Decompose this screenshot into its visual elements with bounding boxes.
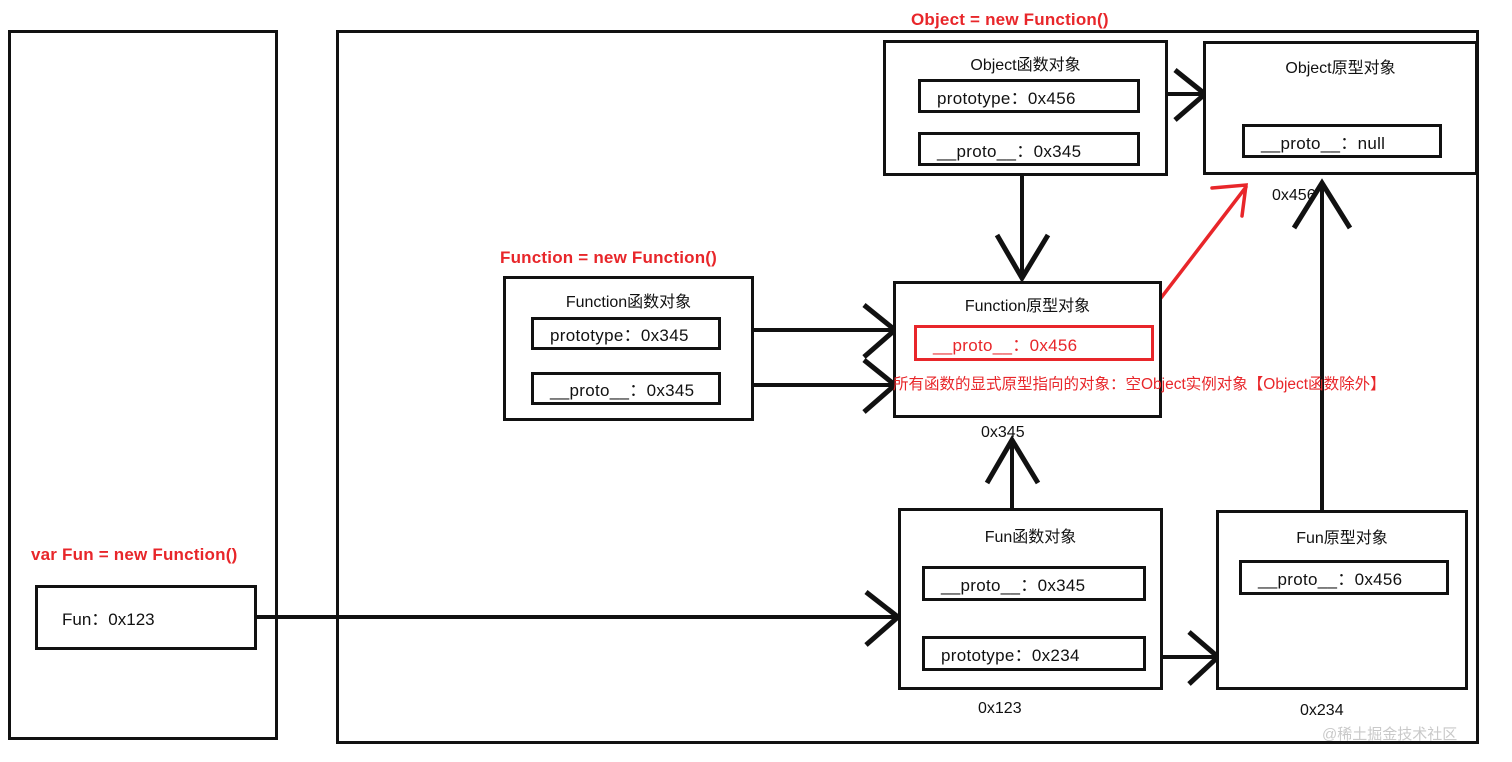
slot-proto: __proto__：0x345 [922, 566, 1146, 601]
slot-prototype: prototype：0x345 [531, 317, 721, 350]
slot-proto: __proto__：0x345 [531, 372, 721, 405]
slot-proto: __proto__：0x456 [1239, 560, 1449, 595]
node-title: Object函数对象 [970, 57, 1081, 74]
node-title: Fun函数对象 [984, 529, 1077, 546]
node-title: Object原型对象 [1285, 60, 1396, 77]
right-container-frame [336, 30, 1479, 744]
slot-proto: __proto__：0x345 [918, 132, 1140, 166]
node-object-prototype-object: Object原型对象 __proto__：null [1203, 41, 1478, 175]
fun-variable-box: Fun：0x123 [35, 585, 257, 650]
slot-proto-highlighted: __proto__：0x456 [914, 325, 1154, 361]
node-function-function-object: Function函数对象 prototype：0x345 __proto__：0… [503, 276, 754, 421]
node-fun-prototype-object: Fun原型对象 __proto__：0x456 [1216, 510, 1468, 690]
slot-prototype: prototype：0x234 [922, 636, 1146, 671]
node-title: Function函数对象 [565, 294, 692, 311]
node-object-function-object: Object函数对象 prototype：0x456 __proto__：0x3… [883, 40, 1168, 176]
address-label-function-prototype: 0x345 [981, 424, 1025, 441]
slot-prototype: prototype：0x456 [918, 79, 1140, 113]
node-function-prototype-object: Function原型对象 __proto__：0x456 [893, 281, 1162, 418]
node-title: Fun原型对象 [1296, 530, 1388, 547]
annotation-prototype-note: 所有函数的显式原型指向的对象：空Object实例对象【Object函数除外】 [893, 376, 1386, 393]
node-fun-function-object: Fun函数对象 __proto__：0x345 prototype：0x234 [898, 508, 1163, 690]
address-label-object-prototype: 0x456 [1272, 187, 1316, 204]
fun-variable-label: Fun：0x123 [62, 610, 155, 629]
watermark: @稀土掘金技术社区 [1322, 726, 1458, 743]
slot-proto: __proto__：null [1242, 124, 1442, 158]
annotation-function-ctor: Function = new Function() [500, 248, 718, 267]
annotation-fun-var: var Fun = new Function() [31, 545, 238, 564]
address-label-fun-prototype: 0x234 [1300, 702, 1344, 719]
left-container-frame [8, 30, 278, 740]
annotation-object-ctor: Object = new Function() [911, 10, 1109, 29]
node-title: Function原型对象 [964, 298, 1091, 315]
address-label-fun-function: 0x123 [978, 700, 1022, 717]
